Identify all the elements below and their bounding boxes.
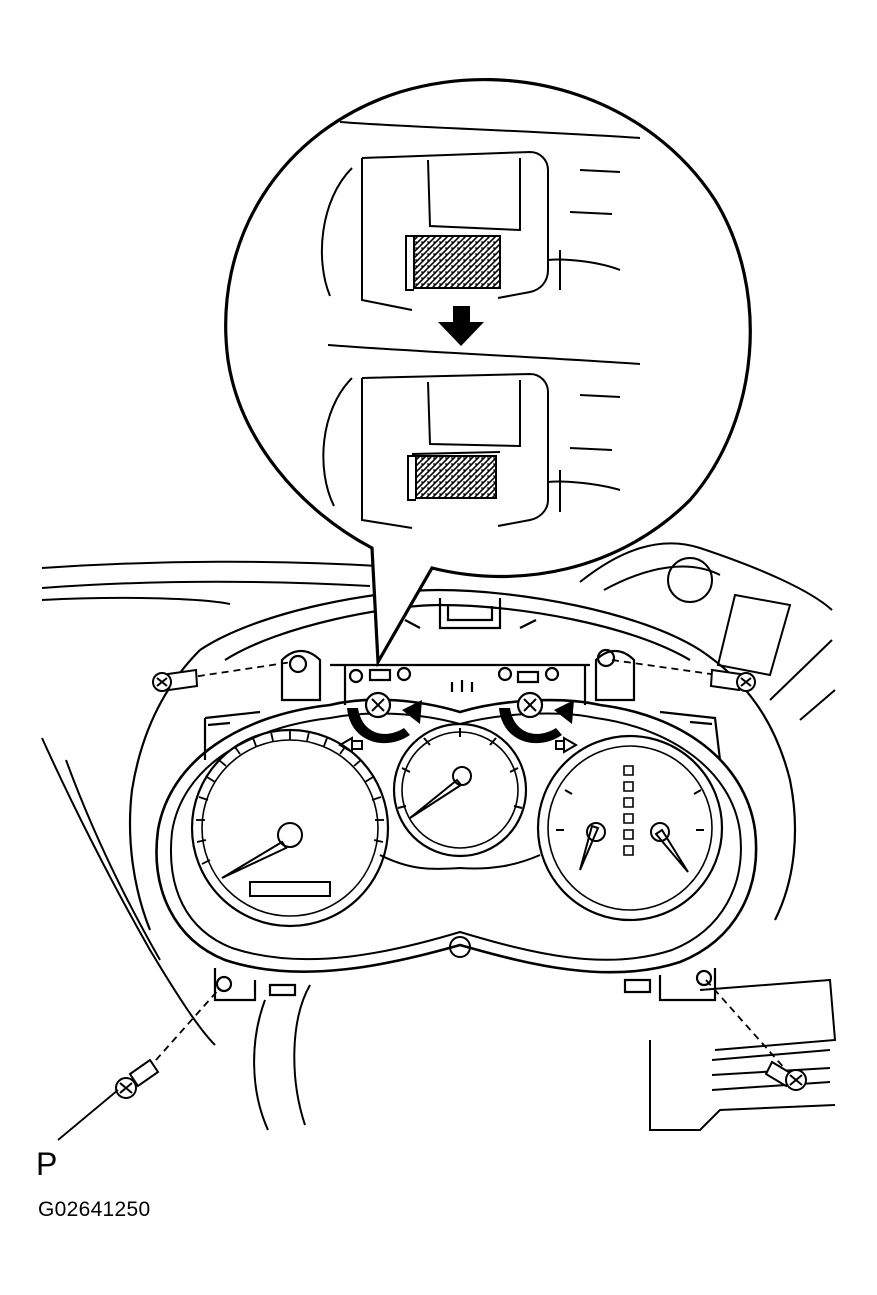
phillips-screw-icon [153,670,197,691]
phillips-screw-icon [116,1060,158,1098]
meter-hood [130,590,795,930]
detail-bubble [226,80,751,662]
callout-leader [58,1090,118,1140]
phillips-screw-icon [711,670,755,691]
rotation-arrow-icon [499,693,574,744]
hatched-clip-after [416,456,496,498]
dashboard-panel [42,543,835,1130]
center-speed-gauge [380,724,540,869]
rotation-arrow-icon [347,693,422,744]
hatched-clip-before [414,236,500,288]
clip-after-detail [323,345,640,528]
tachometer-gauge [192,730,388,926]
figure-code: G02641250 [38,1198,151,1221]
fuel-temp-gauge [538,736,722,920]
meter-cluster [157,700,757,973]
screw-leaders [140,660,786,1078]
down-arrow-icon [438,306,484,346]
meter-frame [205,650,720,1000]
phillips-screw-icon [766,1062,806,1090]
callout-label-p: P [36,1146,58,1182]
